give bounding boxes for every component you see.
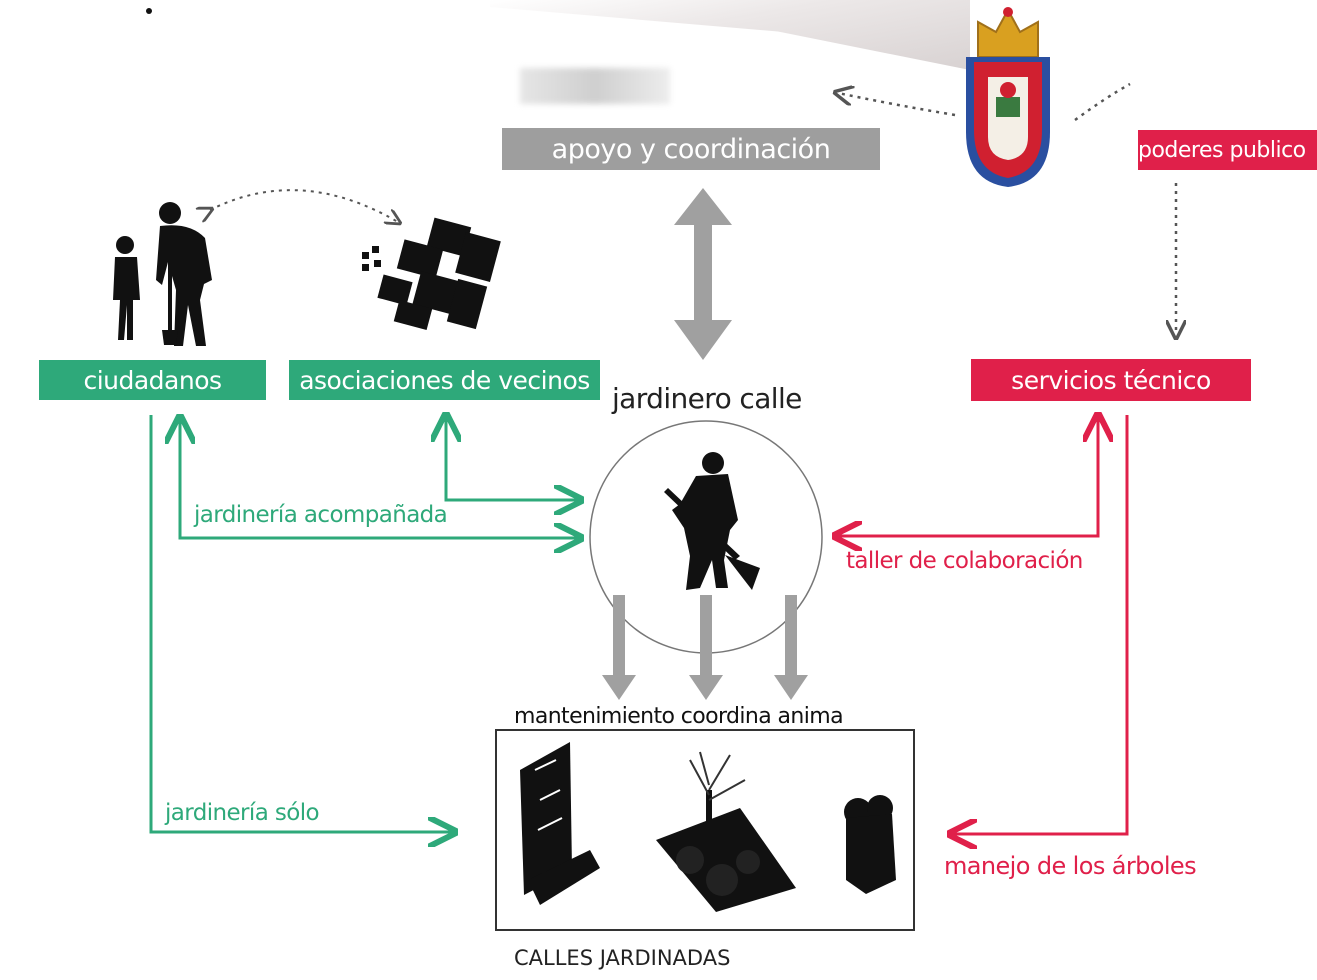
gardener-label: jardinero calle bbox=[612, 382, 802, 415]
wall-planter-icon bbox=[520, 742, 600, 905]
tree-bed-icon bbox=[656, 751, 796, 912]
neighbors-box: asociaciones de vecinos bbox=[289, 360, 600, 400]
gardener-icon bbox=[664, 452, 760, 590]
citizens-box: ciudadanos bbox=[39, 360, 266, 400]
technical-services-box: servicios técnico bbox=[971, 359, 1251, 401]
citizens-silhouette-icon bbox=[113, 202, 212, 346]
public-powers-box: poderes publico bbox=[1138, 130, 1317, 170]
alone-label: jardinería sólo bbox=[165, 800, 320, 826]
support-box: apoyo y coordinación bbox=[502, 128, 880, 170]
trees-label: manejo de los árboles bbox=[944, 852, 1197, 880]
accompanied-label: jardinería acompañada bbox=[194, 502, 448, 528]
coat-of-arms-icon bbox=[966, 7, 1050, 187]
support-double-arrow bbox=[674, 188, 732, 360]
city-blocks-icon bbox=[362, 217, 501, 331]
planter-icon bbox=[844, 795, 896, 894]
streets-frame bbox=[495, 729, 915, 931]
workshop-label: taller de colaboración bbox=[846, 548, 1083, 574]
tasks-label: mantenimiento coordina anima bbox=[514, 704, 844, 729]
footer-title: CALLES JARDINADAS bbox=[514, 946, 731, 970]
blurred-text bbox=[520, 68, 670, 104]
dot-mark bbox=[146, 8, 152, 14]
